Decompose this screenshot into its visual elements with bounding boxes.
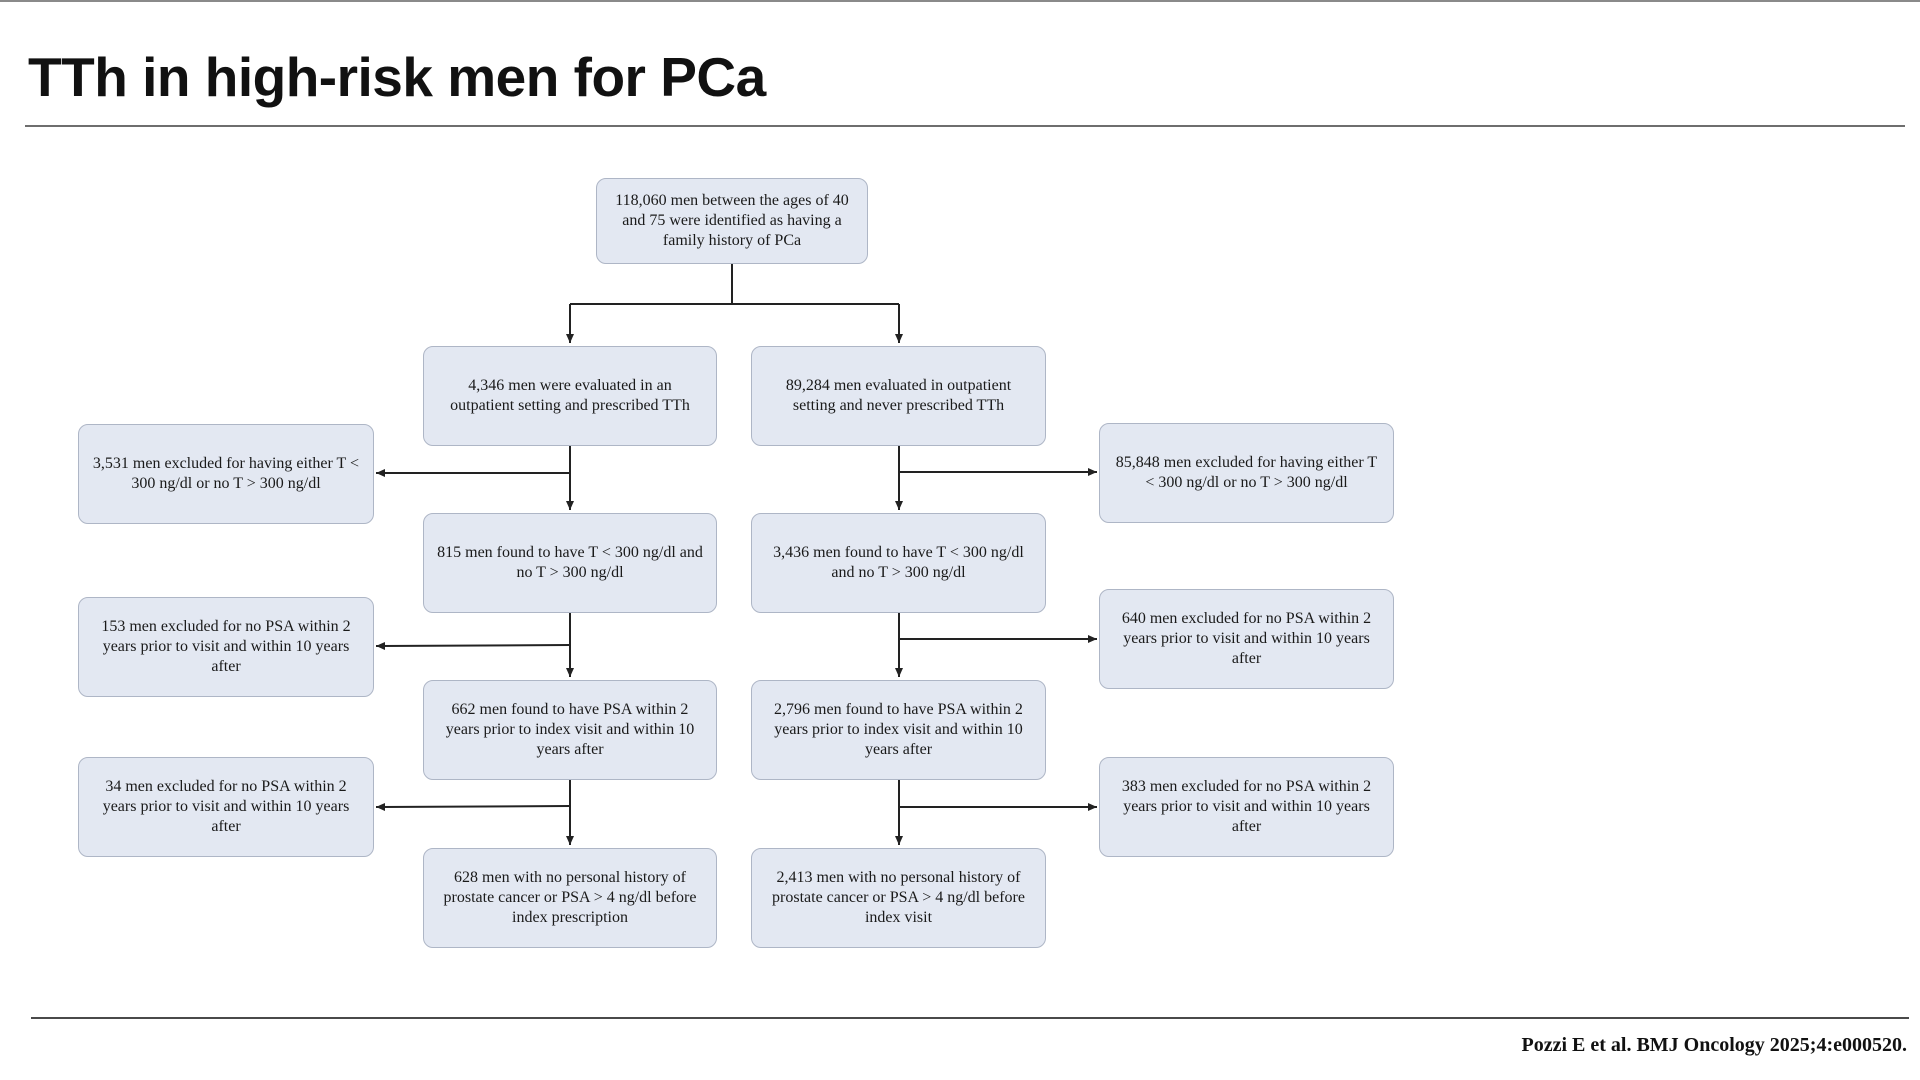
right-low-t-text: 3,436 men found to have T < 300 ng/dl an…	[773, 544, 1024, 581]
right-low-t-box: 3,436 men found to have T < 300 ng/dl an…	[751, 513, 1046, 613]
footer-divider	[31, 1017, 1909, 1019]
right-evaluated-text: 89,284 men evaluated in outpatient setti…	[785, 377, 1012, 414]
citation: Pozzi E et al. BMJ Oncology 2025;4:e0005…	[1521, 1034, 1908, 1056]
right-final-box: 2,413 men with no personal history of pr…	[751, 848, 1046, 948]
right-excluded-no-psa-2-text: 383 men excluded for no PSA within 2 yea…	[1121, 778, 1372, 835]
root-box: 118,060 men between the ages of 40 and 7…	[596, 178, 868, 264]
right-final-text: 2,413 men with no personal history of pr…	[772, 869, 1025, 926]
left-low-t-box: 815 men found to have T < 300 ng/dl and …	[423, 513, 717, 613]
right-psa-text: 2,796 men found to have PSA within 2 yea…	[774, 701, 1023, 758]
root-text: 118,060 men between the ages of 40 and 7…	[615, 192, 849, 249]
right-excluded-testosterone-text: 85,848 men excluded for having either T …	[1115, 454, 1378, 491]
left-excluded-no-psa-1-box: 153 men excluded for no PSA within 2 yea…	[78, 597, 374, 697]
left-excluded-no-psa-1-text: 153 men excluded for no PSA within 2 yea…	[101, 618, 351, 675]
right-excluded-testosterone-box: 85,848 men excluded for having either T …	[1099, 423, 1394, 523]
title-divider	[25, 125, 1905, 127]
top-rule	[0, 0, 1920, 2]
left-psa-box: 662 men found to have PSA within 2 years…	[423, 680, 717, 780]
left-evaluated-box: 4,346 men were evaluated in an outpatien…	[423, 346, 717, 446]
left-low-t-text: 815 men found to have T < 300 ng/dl and …	[437, 544, 703, 581]
connector-left-exclude-no-psa-1	[375, 641, 571, 650]
right-psa-box: 2,796 men found to have PSA within 2 yea…	[751, 680, 1046, 780]
left-final-box: 628 men with no personal history of pros…	[423, 848, 717, 948]
slide-title: TTh in high-risk men for PCa	[28, 46, 766, 108]
left-excluded-testosterone-text: 3,531 men excluded for having either T <…	[92, 455, 360, 492]
right-excluded-no-psa-1-text: 640 men excluded for no PSA within 2 yea…	[1121, 610, 1372, 667]
connector-left-exclude-no-psa-2	[375, 802, 571, 811]
left-excluded-testosterone-box: 3,531 men excluded for having either T <…	[78, 424, 374, 524]
left-evaluated-text: 4,346 men were evaluated in an outpatien…	[450, 377, 690, 414]
right-excluded-no-psa-1-box: 640 men excluded for no PSA within 2 yea…	[1099, 589, 1394, 689]
left-excluded-no-psa-2-box: 34 men excluded for no PSA within 2 year…	[78, 757, 374, 857]
left-psa-text: 662 men found to have PSA within 2 years…	[445, 701, 695, 758]
right-excluded-no-psa-2-box: 383 men excluded for no PSA within 2 yea…	[1099, 757, 1394, 857]
left-final-text: 628 men with no personal history of pros…	[443, 869, 697, 926]
right-evaluated-box: 89,284 men evaluated in outpatient setti…	[751, 346, 1046, 446]
left-excluded-no-psa-2-text: 34 men excluded for no PSA within 2 year…	[102, 778, 350, 835]
